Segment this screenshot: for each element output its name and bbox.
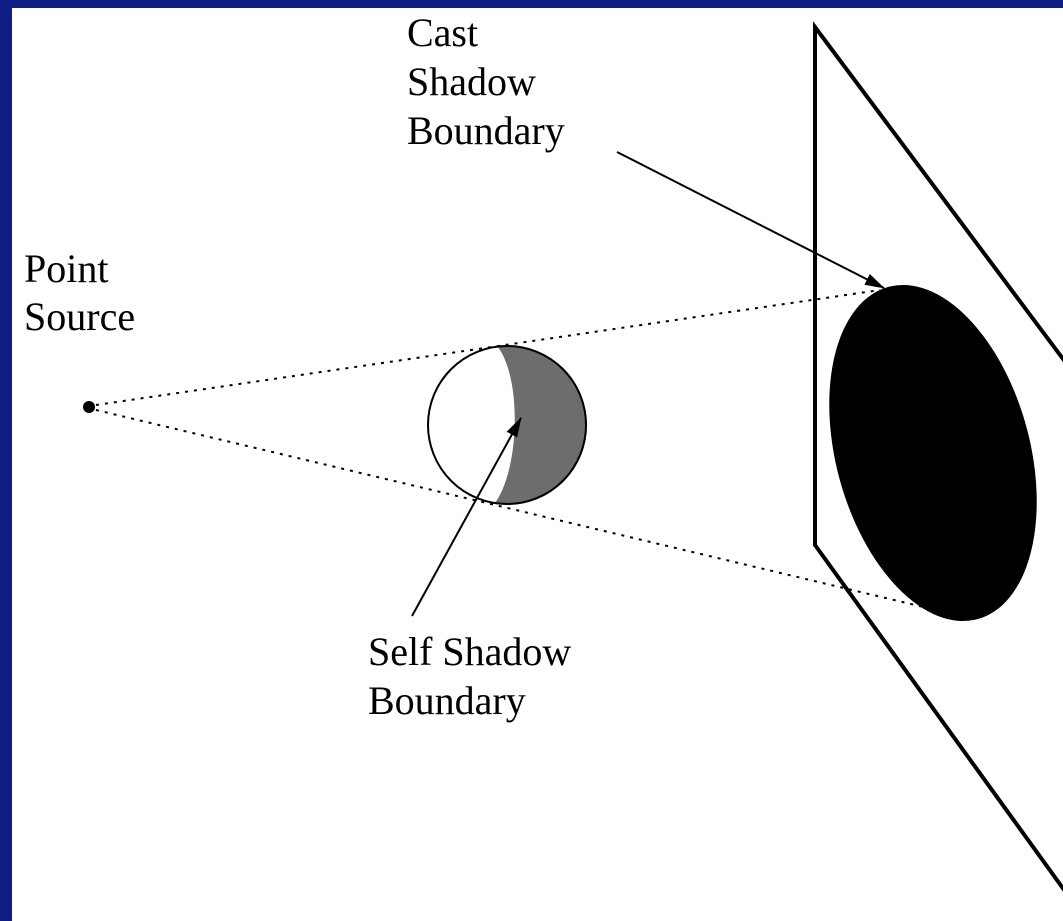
point-source-line-2: Source [24, 294, 135, 339]
cast-shadow-arrow [616, 151, 885, 289]
shadow-diagram: Point Source Cast Shadow Boundary Self S… [24, 10, 1063, 892]
point-source-dot [83, 401, 95, 413]
point-source-label: Point Source [24, 246, 135, 339]
receiving-plane [813, 20, 1063, 892]
cast-shadow [829, 284, 1037, 622]
self-shadow-line-2: Boundary [368, 678, 526, 723]
sphere [427, 345, 587, 505]
diagram-canvas: Point Source Cast Shadow Boundary Self S… [12, 8, 1063, 921]
self-shadow [492, 345, 587, 505]
cast-shadow-line-2: Shadow [407, 59, 536, 104]
self-shadow-boundary-label: Self Shadow Boundary [368, 629, 581, 723]
self-shadow-line-1: Self Shadow [368, 629, 571, 674]
point-source-line-1: Point [24, 246, 108, 291]
cast-shadow-line-1: Cast [407, 10, 478, 55]
cast-shadow-boundary-label: Cast Shadow Boundary [407, 10, 565, 153]
self-shadow-arrow [411, 417, 522, 617]
cast-shadow-line-3: Boundary [407, 108, 565, 153]
